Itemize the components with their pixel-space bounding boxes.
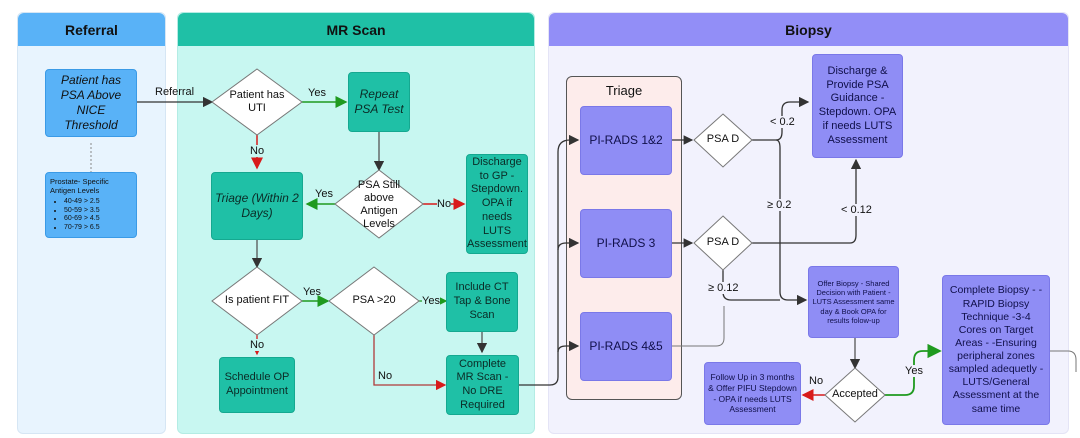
node-discharge-psa-guidance: Discharge & Provide PSA Guidance - Stepd… xyxy=(812,54,903,158)
node-psa-levels: Prostate- Specific Antigen Levels 40-49 … xyxy=(45,172,137,238)
edge-gt20-no xyxy=(373,335,447,391)
node-discharge-gp: Discharge to GP - Stepdown. OPA if needs… xyxy=(466,154,528,254)
decision-psa-still-above xyxy=(334,169,424,239)
psa-level-item: 40-49 > 2.5 xyxy=(64,198,132,207)
label-uti-yes: Yes xyxy=(308,87,326,99)
label-uti-no: No xyxy=(250,145,265,157)
node-schedule-op: Schedule OP Appointment xyxy=(219,357,295,413)
node-pirads-3: PI-RADS 3 xyxy=(580,209,672,278)
edge-biopsy-out xyxy=(1050,350,1077,372)
node-include-ct: Include CT Tap & Bone Scan xyxy=(446,272,518,332)
decision-psa-gt20 xyxy=(328,266,420,336)
decision-is-fit-text: Is patient FIT xyxy=(224,294,290,307)
decision-accepted xyxy=(824,367,886,423)
decision-psad-1 xyxy=(693,113,753,168)
decision-psad-2-text: PSA D xyxy=(706,236,740,249)
psa-levels-list: 40-49 > 2.5 50-59 > 3.5 60-69 > 4.5 70-7… xyxy=(50,198,132,233)
label-fit-no: No xyxy=(250,339,265,351)
edge-psad2-lt012 xyxy=(752,158,862,244)
label-gt20-yes: Yes xyxy=(422,295,440,307)
psa-level-item: 70-79 > 6.5 xyxy=(64,224,132,233)
label-accepted-yes: Yes xyxy=(905,365,923,377)
label-psa-no: No xyxy=(437,198,452,210)
decision-psa-gt20-text: PSA >20 xyxy=(352,294,396,307)
node-complete-mr: Complete MR Scan - No DRE Required xyxy=(446,355,519,415)
label-gt20-no: No xyxy=(378,370,393,382)
lane-referral-title: Referral xyxy=(18,13,165,46)
label-ge-02: ≥ 0.2 xyxy=(767,199,792,211)
node-pirads-45: PI-RADS 4&5 xyxy=(580,312,672,381)
edge-pirads45-to-offer xyxy=(672,306,725,347)
node-complete-biopsy: Complete Biopsy - -RAPID Biopsy Techniqu… xyxy=(942,275,1050,425)
edge-mr-to-pirads xyxy=(519,134,580,386)
decision-accepted-text: Accepted xyxy=(832,388,878,401)
label-lt-02: < 0.2 xyxy=(770,116,795,128)
node-patient-psa-above: Patient has PSA Above NICE Threshold xyxy=(45,69,137,137)
node-follow-up: Follow Up in 3 months & Offer PIFU Stepd… xyxy=(704,362,801,425)
lane-mr-scan-title: MR Scan xyxy=(178,13,534,46)
label-fit-yes: Yes xyxy=(303,286,321,298)
label-referral: Referral xyxy=(155,86,195,98)
decision-psad-1-text: PSA D xyxy=(706,133,740,146)
psa-level-item: 50-59 > 3.5 xyxy=(64,207,132,216)
decision-is-fit xyxy=(211,266,303,336)
psa-level-item: 60-69 > 4.5 xyxy=(64,215,132,224)
triage-group-title: Triage xyxy=(605,83,643,98)
label-psa-yes: Yes xyxy=(315,188,333,200)
decision-uti xyxy=(211,68,303,136)
label-accepted-no: No xyxy=(809,375,824,387)
decision-uti-text: Patient has UTI xyxy=(229,88,285,114)
psa-levels-title: Prostate- Specific Antigen Levels xyxy=(50,177,109,196)
lane-biopsy-title: Biopsy xyxy=(549,13,1068,46)
decision-psa-still-text: PSA Still above Antigen Levels xyxy=(357,178,401,231)
label-lt-012: < 0.12 xyxy=(841,204,872,216)
decision-psad-2 xyxy=(693,215,753,271)
node-repeat-psa: Repeat PSA Test xyxy=(348,72,410,132)
node-triage: Triage (Within 2 Days) xyxy=(211,172,303,240)
node-pirads-12: PI-RADS 1&2 xyxy=(580,106,672,175)
node-offer-biopsy: Offer Biopsy - Shared Decision with Pati… xyxy=(808,266,899,338)
label-ge-012: ≥ 0.12 xyxy=(708,282,739,294)
edge-psad1-ge02 xyxy=(775,139,808,306)
